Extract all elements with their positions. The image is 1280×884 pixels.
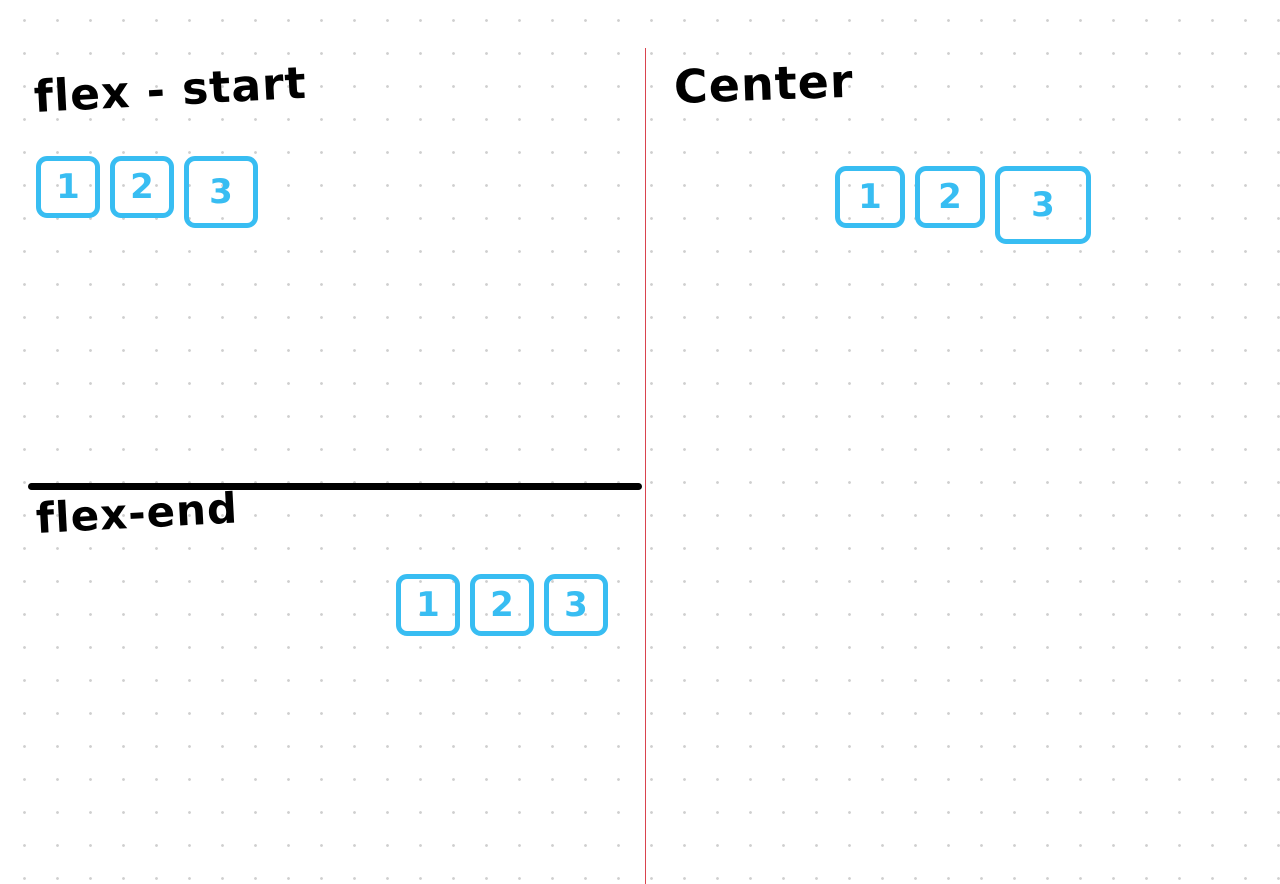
flex-end-box-3: 3 (544, 574, 608, 636)
flex-end-box-row: 1 2 3 (396, 574, 608, 636)
center-box-3: 3 (995, 166, 1091, 244)
flex-start-box-2: 2 (110, 156, 174, 218)
flex-start-box-3: 3 (184, 156, 258, 228)
horizontal-divider (28, 483, 642, 490)
center-box-row: 1 2 3 (835, 166, 1091, 244)
center-title: Center (673, 53, 855, 114)
flex-start-box-row: 1 2 3 (36, 156, 258, 228)
center-box-1: 1 (835, 166, 905, 228)
flex-end-box-1: 1 (396, 574, 460, 636)
flex-end-box-2: 2 (470, 574, 534, 636)
vertical-divider (645, 48, 646, 884)
center-box-2: 2 (915, 166, 985, 228)
flex-start-box-1: 1 (36, 156, 100, 218)
